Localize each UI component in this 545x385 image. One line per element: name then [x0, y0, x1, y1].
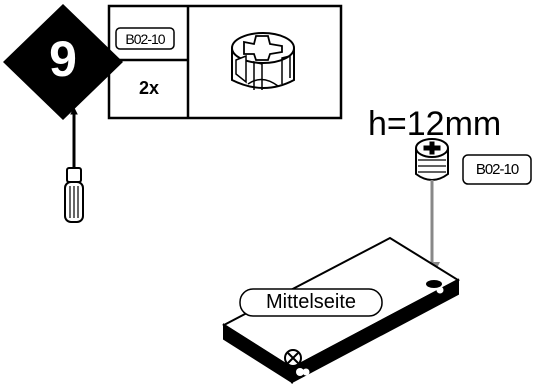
callout-code-frame — [462, 154, 532, 185]
cam-lock-connector-icon — [231, 32, 295, 90]
screwdriver-icon — [64, 106, 84, 223]
step-number: 9 — [49, 31, 77, 87]
screw-head-icon — [284, 349, 302, 367]
cam-lock-bolt-icon — [415, 138, 449, 181]
panel-label-frame — [239, 288, 383, 317]
panel-label: Mittelseite — [265, 291, 357, 313]
parts-table — [107, 4, 343, 120]
height-label: h=12mm — [368, 105, 502, 143]
quantity-label: 2x — [138, 78, 160, 98]
callout-part-code: B02-10 — [475, 161, 519, 178]
part-code-label: B02-10 — [125, 31, 165, 47]
step-diamond-icon — [3, 4, 123, 120]
drill-hole — [426, 280, 442, 288]
part-code-frame — [115, 27, 175, 50]
